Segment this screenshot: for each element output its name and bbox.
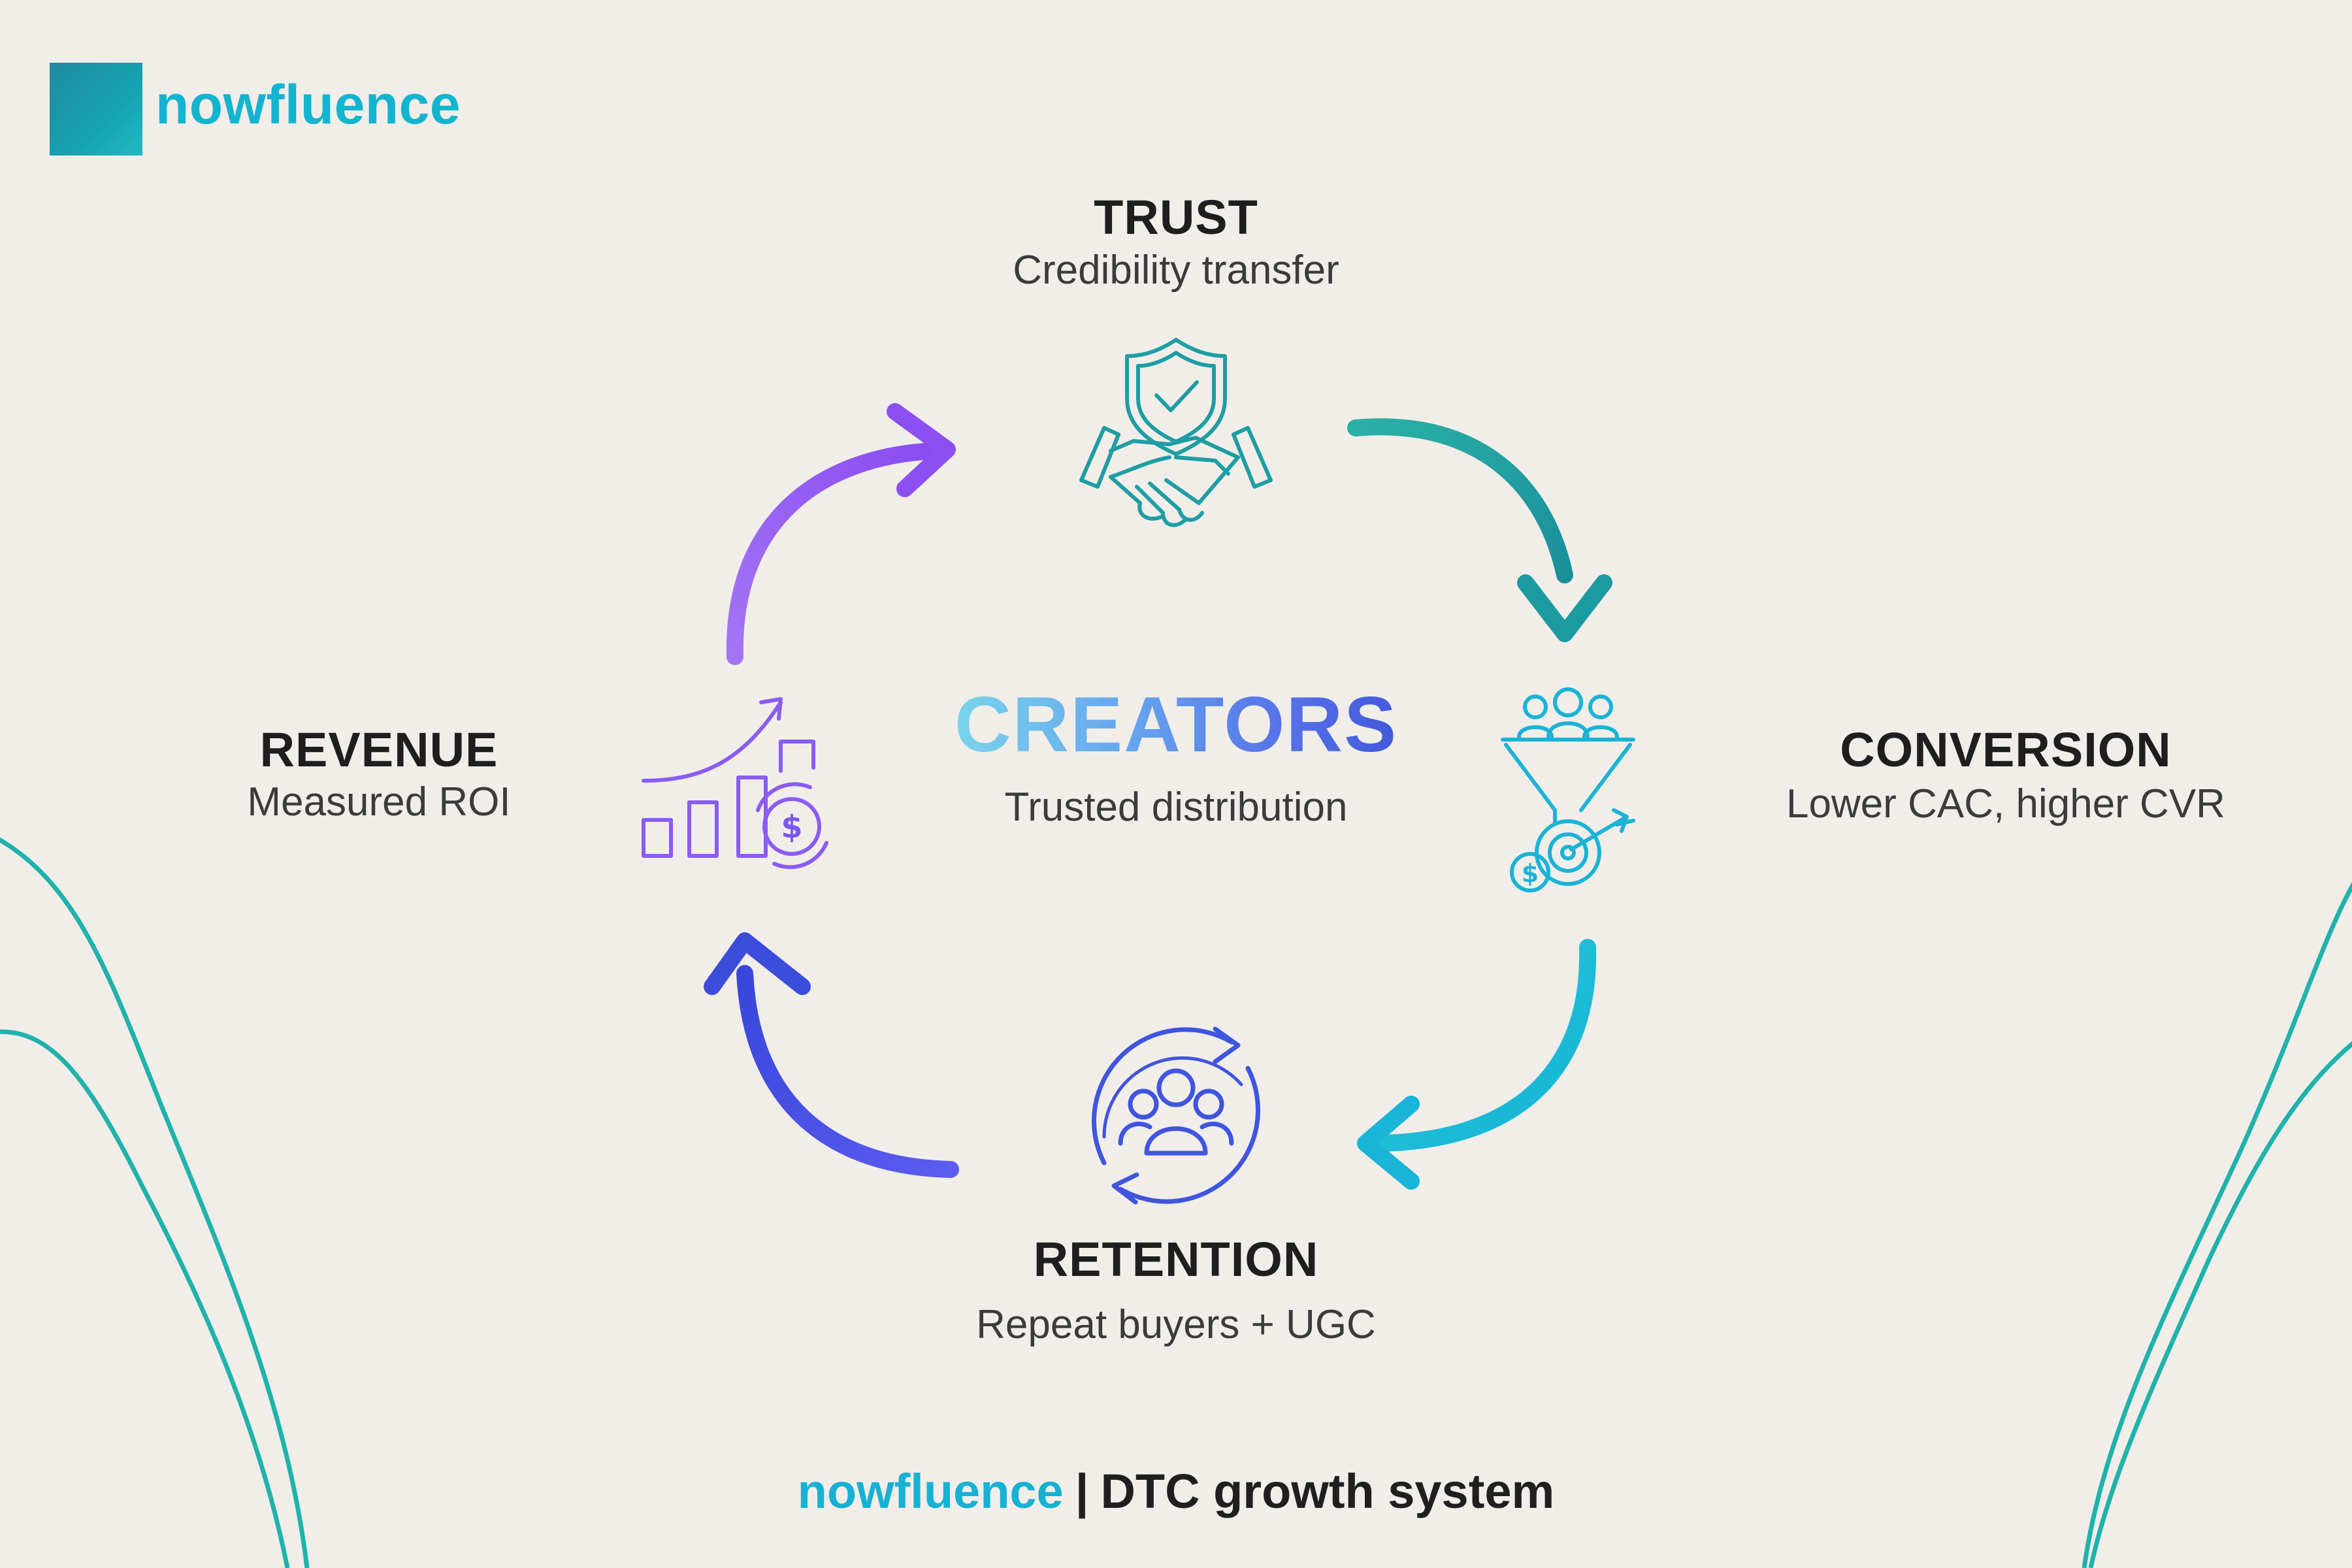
brand-logo-word: nowfluence [155, 74, 461, 135]
footer-brand: nowfluence [797, 1464, 1064, 1518]
trust-subtitle: Credibility transfer [1013, 248, 1339, 293]
revenue-subtitle: Measured ROI [247, 779, 511, 825]
footer-text: DTC growth system [1100, 1464, 1555, 1518]
decorative-curve-left-outer [0, 837, 310, 1568]
decorative-curves [0, 837, 2352, 1568]
handshake-shield-icon [1079, 338, 1273, 527]
footer-tagline: nowfluence|DTC growth system [0, 1463, 2352, 1519]
growth-chart-dollar-icon: $ [642, 697, 828, 870]
arrow-conversion-to-retention [1357, 939, 1597, 1190]
trust-title: TRUST [1094, 190, 1258, 244]
decorative-curve-right-inner [2088, 1041, 2352, 1568]
arrow-retention-to-revenue [704, 932, 959, 1178]
arrow-trust-to-conversion [1347, 418, 1612, 642]
svg-text:$: $ [781, 809, 802, 845]
funnel-target-icon: $ [1501, 687, 1635, 892]
decorative-curve-right-outer [2082, 881, 2352, 1568]
revenue-title: REVENUE [259, 723, 498, 777]
svg-text:$: $ [1522, 859, 1539, 888]
center-title: CREATORS [908, 679, 1444, 770]
people-cycle-icon [1091, 1026, 1261, 1205]
brand-logo-mark [50, 63, 142, 155]
center-subtitle: Trusted distribution [1004, 785, 1348, 830]
conversion-subtitle: Lower CAC, higher CVR [1786, 781, 2225, 826]
conversion-title: CONVERSION [1840, 723, 2172, 777]
decorative-curve-left-inner [0, 1029, 290, 1568]
retention-subtitle: Repeat buyers + UGC [976, 1302, 1376, 1347]
retention-title: RETENTION [1033, 1232, 1319, 1286]
arrow-revenue-to-trust [726, 403, 956, 665]
footer-separator: | [1075, 1464, 1089, 1518]
